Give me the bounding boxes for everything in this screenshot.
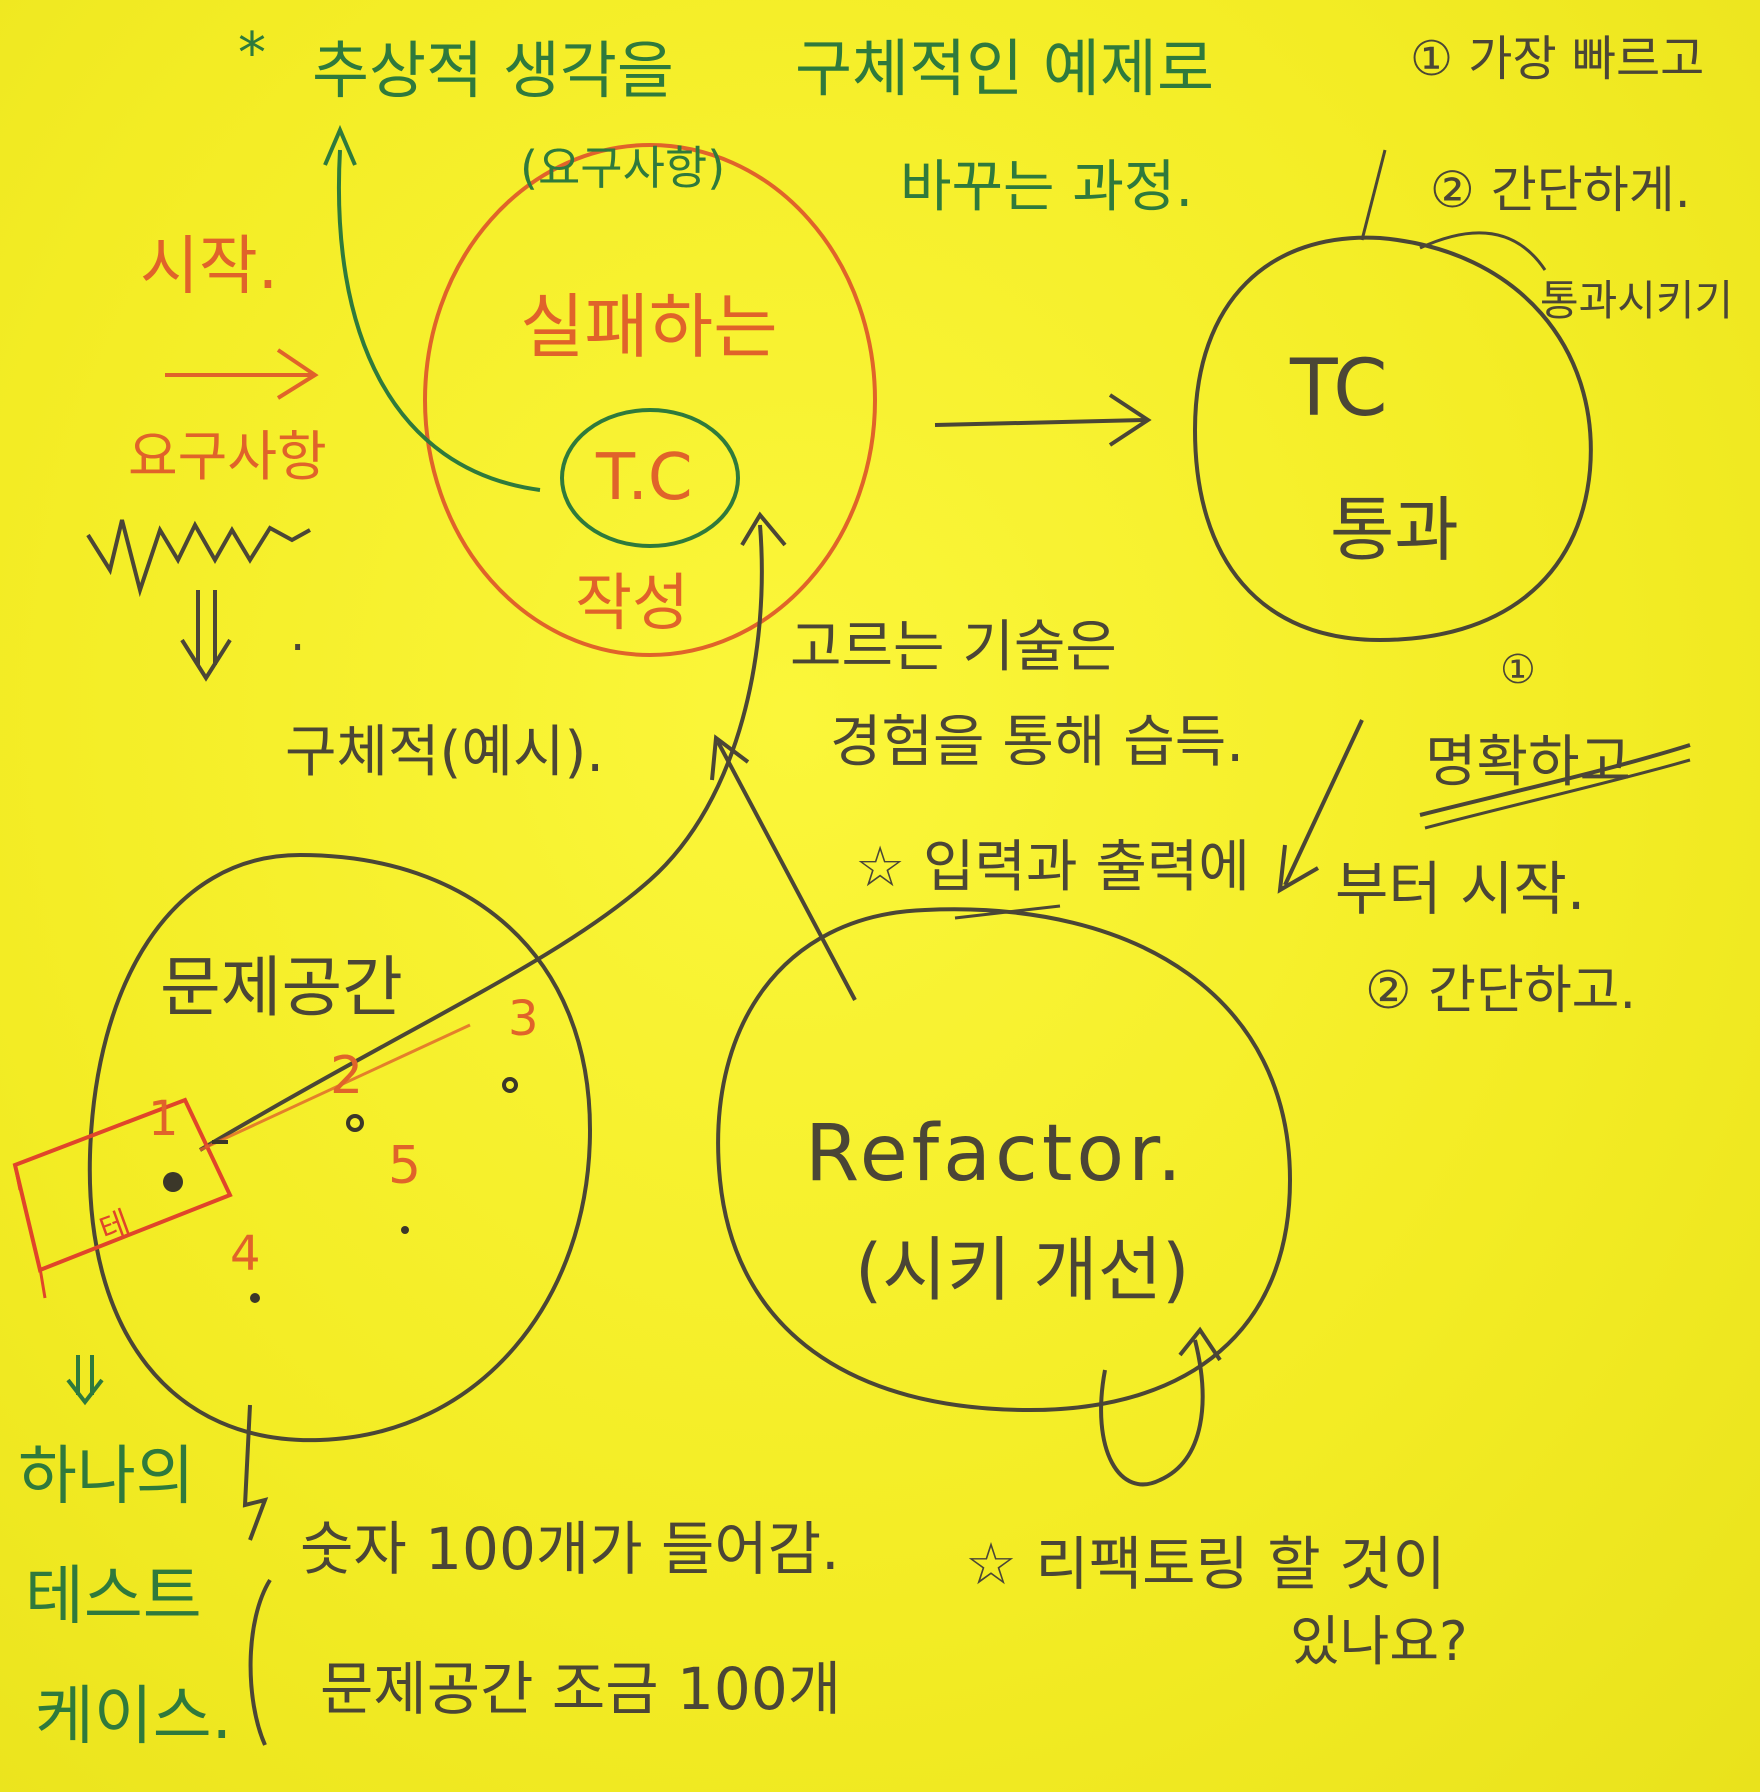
dot-3 [502, 1077, 518, 1093]
left-start: 시작. [140, 230, 279, 304]
right-num: ① [1500, 647, 1536, 693]
inner-tc-circle [560, 408, 740, 548]
mark-3: 3 [508, 991, 539, 1047]
bottom-left-3: 케이스. [35, 1680, 232, 1754]
mark-2: 2 [330, 1046, 364, 1106]
mark-1: 1 [148, 1091, 179, 1147]
tc-pass-circle [1192, 235, 1593, 643]
right-note-1c: 통과시키기 [1540, 276, 1734, 325]
problem-space-label: 문제공간 [160, 949, 403, 1026]
green-curve-arrow [337, 149, 541, 492]
red-circle-tc: T.C [596, 441, 693, 515]
dot-2 [346, 1114, 364, 1132]
right-note-2a: 명확하고 [1425, 730, 1632, 795]
center-io: ☆ 입력과 출력에 [855, 835, 1250, 900]
right-note-1a: ① 가장 빠르고 [1410, 31, 1705, 87]
tc-pass-tc: TC [1290, 344, 1388, 434]
bottom-star-note: ☆ 리팩토링 할 것이 [965, 1530, 1446, 1598]
bottom-star-note-2: 있나요? [1290, 1610, 1468, 1673]
refactor-arrow-up [716, 741, 857, 1001]
bottom-left-1: 하나의 [18, 1440, 195, 1514]
refactor-subtitle: (시키 개선) [855, 1229, 1190, 1311]
red-circle-bottom: 작성 [575, 566, 690, 639]
dot-1 [163, 1172, 183, 1192]
refactor-self-loop [1099, 1339, 1205, 1487]
top-note-line1: 추상적 생각을 [312, 34, 674, 107]
top-note-line2: 바꾸는 과정. [900, 155, 1194, 220]
dot-4 [250, 1293, 260, 1303]
squiggle [86, 519, 311, 598]
mark-5: 5 [388, 1136, 422, 1196]
arrow-down-left [1283, 719, 1364, 886]
top-star: * [238, 21, 266, 86]
left-requirements: 요구사항 [128, 425, 327, 488]
red-box [12, 1097, 233, 1273]
red-circle-top: 실패하는 [520, 286, 778, 368]
bottom-left-2: 테스트 [25, 1560, 202, 1634]
top-note-line1b: 구체적인 예제로 [795, 32, 1214, 105]
mark-4: 4 [230, 1226, 261, 1282]
bottom-note-2: 문제공간 조금 100개 [320, 1655, 842, 1723]
right-note-2b: 부터 시작. [1335, 855, 1586, 923]
concrete-example: 구체적(예시). [285, 720, 605, 785]
curve-to-tc [198, 524, 764, 1152]
top-note-paren: (요구사항) [520, 141, 726, 195]
right-note-2c: ② 간단하고. [1365, 961, 1637, 1021]
bottom-note-1: 숫자 100개가 들어감. [300, 1515, 840, 1583]
tc-pass-label: 통과 [1330, 489, 1459, 571]
left-dot: . [290, 606, 306, 662]
arrow-to-tc-pass [934, 418, 1146, 427]
red-circle [423, 143, 877, 657]
dot-5 [401, 1226, 409, 1234]
problem-space-circle [87, 852, 593, 1443]
center-skill-2: 경험을 통해 습득. [830, 710, 1245, 775]
center-skill-1: 고르는 기술은 [790, 615, 1117, 680]
refactor-title: Refactor. [805, 1109, 1186, 1199]
right-note-1b: ② 간단하게. [1430, 161, 1691, 219]
refactor-circle [716, 907, 1293, 1413]
